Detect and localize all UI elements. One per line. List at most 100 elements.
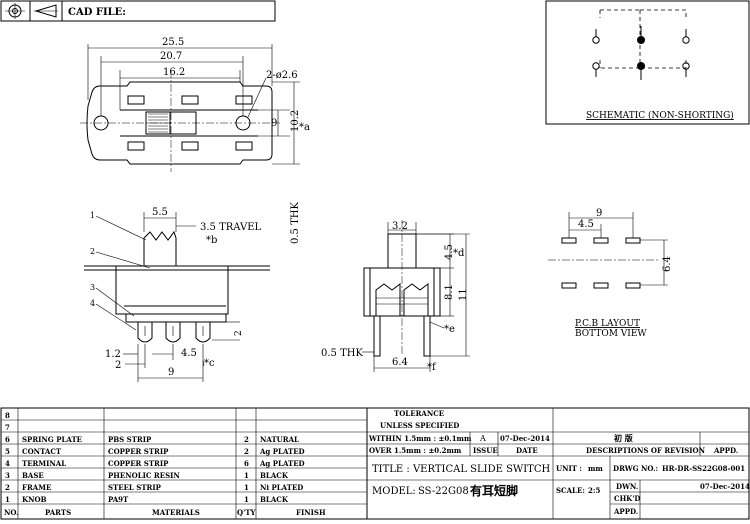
dim-knob-front-width: 3.2 [392, 221, 408, 232]
bom-cell-parts: SPRING PLATE [22, 435, 82, 444]
bom-cell-qty: 2 [244, 435, 249, 444]
bom-cell-no: 5 [5, 447, 10, 456]
dim-pin-length: 2 [234, 330, 244, 336]
callout-1: 1 [90, 211, 95, 220]
appd-label: APPD. [713, 446, 738, 455]
callout-4: 4 [90, 299, 95, 308]
unit-value: mm [588, 464, 603, 473]
dim-travel: 3.5 TRAVEL [200, 222, 262, 233]
dim-hole-diameter: 2-ø2.6 [266, 70, 298, 81]
tolerance-over: OVER 1.5mm : ±0.2mm [369, 446, 462, 455]
pcb-label: P.C.B LAYOUT [575, 319, 640, 329]
bom-cell-no: 4 [5, 459, 10, 468]
bom-cell-finish: Ni PLATED [260, 483, 303, 492]
bom-cell-parts: KNOB [22, 495, 47, 504]
drawn-label: DWN. [616, 482, 638, 491]
bom-header-finish: FINISH [296, 508, 326, 517]
bom-cell-materials: STEEL STRIP [108, 483, 162, 492]
side-view: 1 2 3 4 5.5 3.5 TRAVEL *b 0.5 THK 2 1.2 … [84, 202, 301, 382]
bom-cell-finish: NATURAL [260, 435, 299, 444]
bom-cell-no: 8 [5, 411, 10, 420]
title-block: TOLERANCE UNLESS SPECIFIED WITHIN 1.5mm … [366, 407, 750, 520]
dim-pin-pitch: 4.5 [181, 348, 197, 359]
callout-2: 2 [90, 247, 95, 256]
drawing-title: TITLE : VERTICAL SLIDE SWITCH [372, 464, 550, 475]
bom-cell-no: 3 [5, 471, 10, 480]
note-f: *f [427, 362, 437, 373]
dim-pin-offset: 1.2 [105, 349, 121, 360]
bom-cell-qty: 6 [244, 459, 249, 468]
unless-label: UNLESS SPECIFIED [380, 421, 459, 430]
top-view: 25.5 20.7 16.2 2-ø2.6 9 10.2 *a [80, 37, 310, 172]
callout-3: 3 [90, 283, 95, 292]
projection-symbol-icon [5, 3, 58, 19]
drawn-date: 07-Dec-2014 [700, 482, 750, 491]
bom-cell-qty: 1 [244, 471, 249, 480]
bom-cell-finish: Ag PLATED [259, 447, 305, 456]
bom-cell-materials: PA9T [108, 495, 129, 504]
revision-letter: A [479, 434, 486, 443]
bom-cell-no: 1 [5, 495, 10, 504]
bom-cell-materials: COPPER STRIP [108, 459, 169, 468]
approved-label: APPD. [613, 507, 638, 516]
common-contact-top [637, 36, 645, 44]
note-b: *b [206, 235, 217, 246]
note-e: *e [444, 324, 455, 335]
pcb-layout: 9 4.5 6.4 P.C.B LAYOUT BOTTOM VIEW [548, 208, 673, 339]
dim-knob-width: 5.5 [152, 207, 168, 218]
bom-cell-no: 7 [5, 423, 10, 432]
bom-cell-parts: FRAME [22, 483, 51, 492]
dim-overall-length: 25.5 [162, 37, 184, 48]
bom-cell-qty: 1 [244, 495, 249, 504]
schematic-panel: SCHEMATIC (NON-SHORTING) [545, 0, 750, 125]
bom-cell-qty: 1 [244, 483, 249, 492]
bom-cell-materials: COPPER STRIP [108, 447, 169, 456]
dim-pin-offset-2: 2 [115, 360, 121, 371]
bom-cell-finish: Ag PLATED [259, 459, 305, 468]
dim-terminal-span: 6.4 [392, 357, 408, 368]
issue-label: ISSUE [473, 446, 498, 455]
scale-value: 2:5 [588, 486, 600, 495]
schematic-label: SCHEMATIC (NON-SHORTING) [586, 110, 734, 121]
bom-cell-materials: PBS STRIP [108, 435, 152, 444]
model-number: SS-22G08 [418, 486, 469, 497]
model-chinese-name: 有耳短脚 [470, 483, 518, 498]
dim-outer-height: 10.2 [290, 110, 301, 132]
bom-cell-qty: 2 [244, 447, 249, 456]
dim-total-height: 11 [458, 288, 469, 301]
pcb-dim-pitch: 4.5 [578, 219, 594, 230]
tolerance-within: WITHIN 1.5mm : ±0.1mm [368, 434, 472, 443]
checked-label: CHK'D [614, 494, 640, 503]
note-c: *c [204, 358, 215, 369]
revision-desc-label: DESCRIPTIONS OF REVISION [586, 446, 706, 455]
dim-terminal-thickness: 0.5 THK [321, 348, 363, 359]
note-d: *d [453, 248, 465, 259]
common-contact-bottom [637, 62, 645, 70]
note-a: *a [299, 122, 310, 133]
scale-label: SCALE: [556, 486, 585, 495]
dim-pin-span: 9 [168, 367, 174, 378]
dim-knob-height: 4.5 [444, 244, 455, 260]
pcb-dim-row: 6.4 [662, 256, 673, 272]
bom-header-materials: MATERIALS [152, 508, 200, 517]
bom-cell-parts: BASE [22, 471, 44, 480]
dim-body-length: 16.2 [163, 67, 185, 78]
dim-plate-thickness: 0.5 THK [290, 202, 301, 244]
bom-cell-materials: PHENOLIC RESIN [108, 471, 180, 480]
dim-hole-spacing: 20.7 [160, 51, 182, 62]
bom-cell-no: 2 [5, 483, 10, 492]
bom-cell-no: 6 [5, 435, 10, 444]
tolerance-label: TOLERANCE [394, 409, 444, 418]
dim-body-height: 8.1 [444, 284, 455, 300]
front-view: 3.2 4.5 *d 8.1 11 *e 0.5 THK 6.4 *f [321, 220, 470, 373]
bom-header-qty: Q'TY [237, 508, 256, 517]
unit-label: UNIT : [556, 464, 582, 473]
cad-file-label: CAD FILE: [68, 7, 126, 18]
pcb-dim-span: 9 [596, 208, 602, 219]
drawing-number: HR-DR-SS22G08-001 [662, 464, 745, 473]
date-label: DATE [516, 446, 538, 455]
cad-file-header: CAD FILE: [0, 0, 276, 22]
